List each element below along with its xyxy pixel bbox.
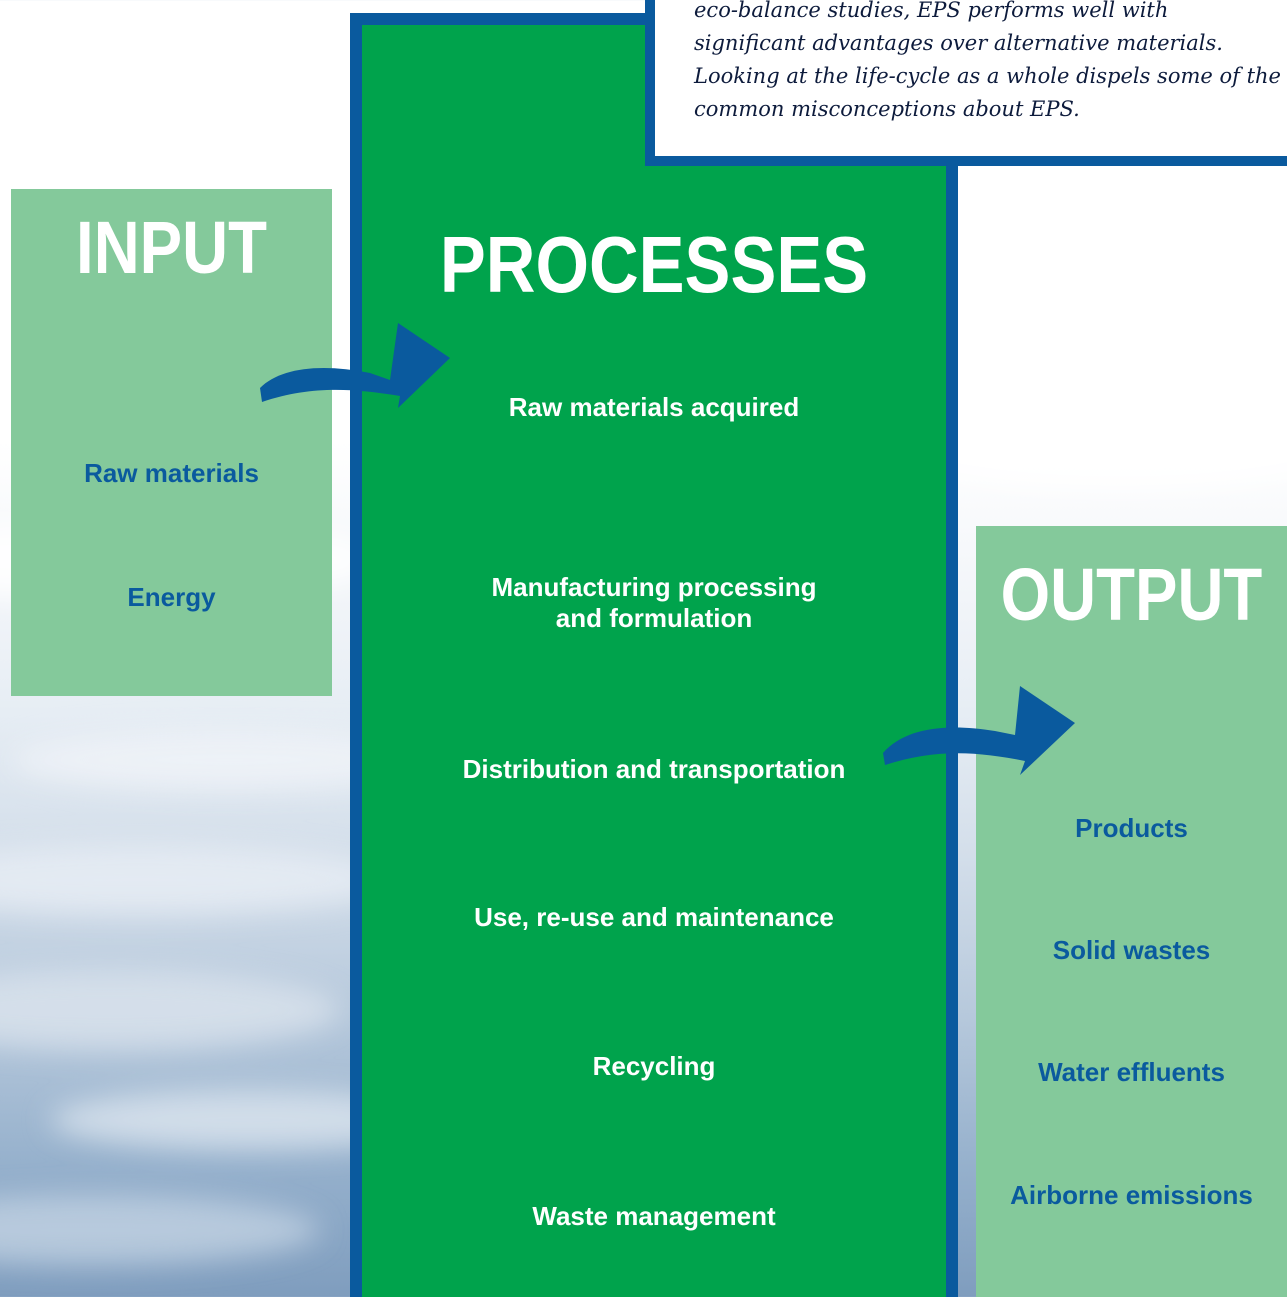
- input-item-energy: Energy: [127, 582, 216, 612]
- output-panel: [976, 526, 1287, 1297]
- process-item-use-reuse: Use, re-use and maintenance: [474, 902, 834, 932]
- input-panel: [11, 189, 332, 696]
- output-item-airborne-emissions: Airborne emissions: [1010, 1180, 1253, 1210]
- processes-panel: [362, 25, 946, 1297]
- input-heading: INPUT: [76, 206, 267, 289]
- process-item-manufacturing-line1: Manufacturing processing: [491, 572, 817, 602]
- process-item-manufacturing-line2: and formulation: [555, 603, 753, 633]
- intro-callout-box: [645, 0, 1287, 166]
- process-item-waste-management: Waste management: [532, 1201, 776, 1231]
- output-item-solid-wastes: Solid wastes: [1052, 935, 1211, 965]
- process-item-recycling: Recycling: [592, 1051, 716, 1081]
- callout-line: common misconceptions about EPS.: [694, 97, 1080, 121]
- input-to-process-arrow-icon: [260, 323, 450, 408]
- process-to-output-arrow-icon: [883, 686, 1075, 775]
- callout-line: Looking at the life-cycle as a whole dis…: [694, 64, 1281, 88]
- callout-line: eco-balance studies, EPS performs well w…: [694, 0, 1169, 22]
- process-item-raw-materials-acquired: Raw materials acquired: [508, 392, 800, 422]
- output-item-products: Products: [1075, 813, 1188, 843]
- output-item-water-effluents: Water effluents: [1038, 1057, 1225, 1087]
- input-item-raw-materials: Raw materials: [84, 458, 259, 488]
- intro-callout-text: eco-balance studies, EPS performs well w…: [694, 0, 1287, 126]
- callout-line: significant advantages over alternative …: [694, 31, 1223, 55]
- output-heading: OUTPUT: [1000, 553, 1263, 636]
- process-item-distribution: Distribution and transportation: [462, 754, 846, 784]
- processes-heading: PROCESSES: [439, 220, 869, 309]
